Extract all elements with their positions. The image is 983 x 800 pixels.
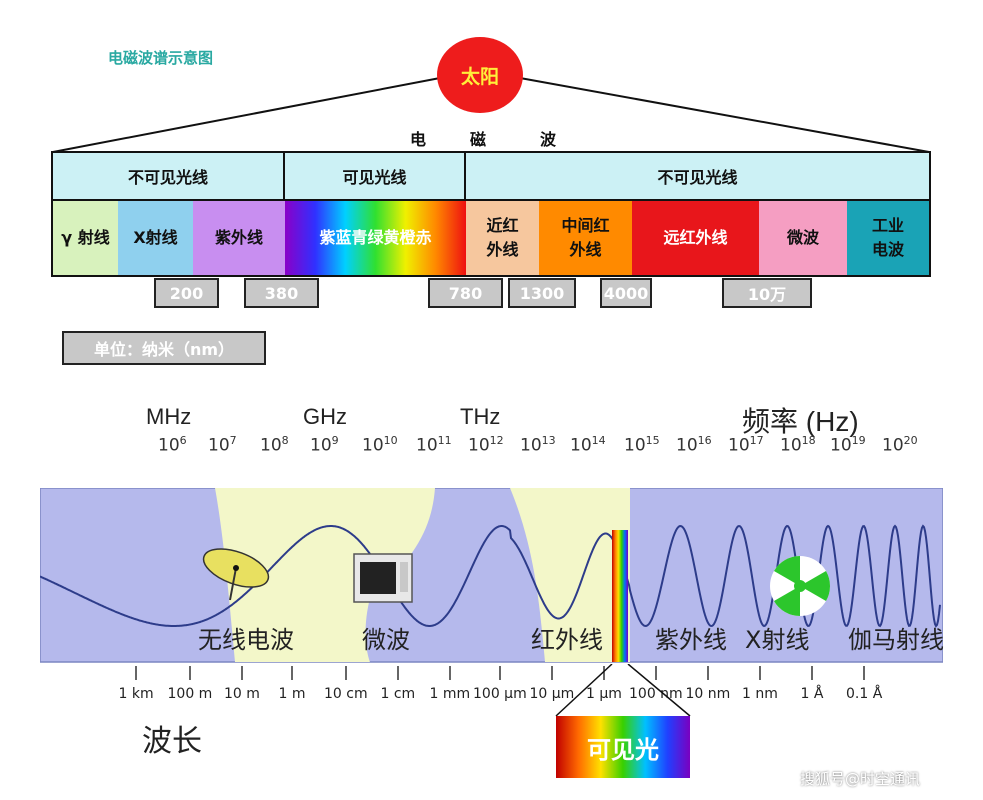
segment-visible: 紫蓝青绿黄橙赤 [285, 200, 466, 276]
header-char-2: 磁 [470, 130, 487, 149]
segment-mid-ir: 中间红 外线 [539, 200, 632, 276]
region-label-gamma: 伽马射线 [848, 626, 944, 654]
segment-uv: 紫外线 [193, 200, 285, 276]
wavelength-tick-label: 10 nm [685, 686, 731, 702]
page-title: 电磁波谱示意图 [108, 49, 214, 67]
watermark: 搜狐号@时空通讯 [800, 770, 921, 788]
freq-tick-label: 1020 [882, 434, 918, 456]
boundary-1300: 1300 [508, 278, 576, 308]
freq-tick-label: 1014 [570, 434, 606, 456]
group-invisible-left: 不可见光线 [53, 152, 285, 200]
freq-tick-label: 107 [208, 434, 237, 456]
region-label-infrared: 红外线 [531, 626, 603, 654]
freq-tick-label: 1013 [520, 434, 556, 456]
wavelength-tick-label: 10 m [224, 686, 260, 702]
wavelength-tick-label: 1 mm [429, 686, 471, 702]
region-label-radio: 无线电波 [198, 626, 294, 654]
segment-xray: X射线 [118, 200, 193, 276]
group-visible: 可见光线 [285, 152, 466, 200]
wavelength-axis-title: 波长 [142, 724, 202, 759]
boundary-200: 200 [154, 278, 219, 308]
wavelength-tick-label: 1 km [118, 686, 154, 702]
sun-circle: 太阳 [437, 37, 523, 113]
wavelength-tick-label: 1 Å [800, 686, 824, 702]
freq-tick-label: 1018 [780, 434, 816, 456]
boundary-4000: 4000 [600, 278, 652, 308]
boundary-780: 780 [428, 278, 503, 308]
header-char-1: 电 [410, 130, 427, 149]
freq-band-mhz: MHz [146, 404, 192, 429]
wavelength-tick-label: 1 m [278, 686, 306, 702]
wavelength-tick-label: 1 nm [742, 686, 778, 702]
radiation-symbol-icon [770, 556, 831, 616]
freq-tick-label: 1017 [728, 434, 764, 456]
wavelength-tick-label: 10 μm [529, 686, 575, 702]
visible-light-zoom: 可见光 [556, 716, 690, 778]
freq-tick-label: 1019 [830, 434, 866, 456]
wavelength-tick-label: 1 cm [380, 686, 416, 702]
freq-tick-label: 1010 [362, 434, 398, 456]
wavelength-tick-label: 1 μm [586, 686, 622, 702]
wavelength-tick-label: 100 μm [473, 686, 527, 702]
region-label-xray: X射线 [745, 626, 810, 654]
spectrum-wave-band [40, 488, 943, 663]
freq-band-thz: THz [460, 404, 501, 429]
segment-far-ir: 远红外线 [632, 200, 759, 276]
segment-gamma: γ 射线 [53, 200, 118, 276]
spectrum-table-frame [51, 151, 931, 277]
freq-tick-label: 1011 [416, 434, 452, 456]
satellite-dish-icon [202, 548, 270, 601]
table-divider [51, 199, 931, 201]
freq-tick-label: 1012 [468, 434, 504, 456]
region-label-ultraviolet: 紫外线 [655, 626, 727, 654]
freq-tick-label: 1016 [676, 434, 712, 456]
em-wave-header: 电 磁 波 [0, 126, 983, 150]
boundary-380: 380 [244, 278, 319, 308]
freq-tick-label: 109 [310, 434, 339, 456]
freq-tick-label: 106 [158, 434, 187, 456]
region-label-microwave: 微波 [362, 626, 410, 654]
freq-tick-label: 1015 [624, 434, 660, 456]
group-invisible-right: 不可见光线 [466, 152, 929, 200]
sun-rays [52, 77, 930, 153]
segment-industrial-radio: 工业 电波 [847, 200, 929, 276]
wavelength-tick-label: 0.1 Å [846, 686, 883, 702]
microwave-oven-icon [353, 553, 413, 603]
wavelength-tick-label: 100 m [167, 686, 213, 702]
header-char-3: 波 [540, 130, 557, 149]
freq-band-ghz: GHz [303, 404, 347, 429]
segment-near-ir: 近红 外线 [466, 200, 539, 276]
freq-axis-title: 频率 (Hz) [742, 406, 859, 437]
wavelength-tick-label: 10 cm [324, 686, 368, 702]
segment-microwave: 微波 [759, 200, 847, 276]
wavelength-ticks [135, 666, 865, 680]
visible-zoom-lines [555, 664, 691, 717]
boundary-100k: 10万 [722, 278, 812, 308]
unit-label: 单位：纳米（nm） [62, 331, 266, 365]
freq-tick-label: 108 [260, 434, 289, 456]
